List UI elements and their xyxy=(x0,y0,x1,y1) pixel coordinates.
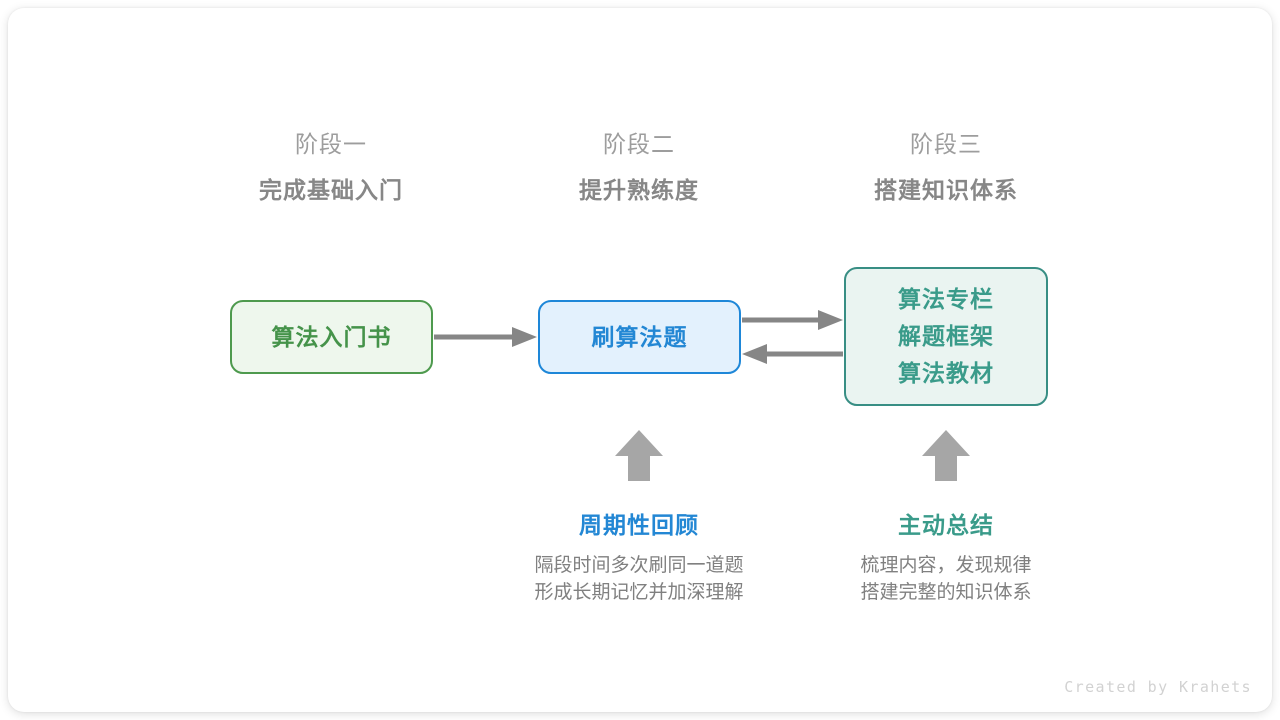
annotation-title-summary: 主动总结 xyxy=(898,512,994,538)
phase-index-2: 阶段二 xyxy=(603,131,675,157)
phase-index-3: 阶段三 xyxy=(910,131,982,157)
annotation-desc-summary-line-1: 梳理内容，发现规律 xyxy=(860,555,1032,576)
arrow-summary-up-icon xyxy=(922,430,970,481)
annotation-title-review: 周期性回顾 xyxy=(579,512,699,538)
arrow-practice-to-resources-icon xyxy=(742,310,843,330)
arrow-review-up-icon xyxy=(615,430,663,481)
phase-header-2: 阶段二 提升熟练度 xyxy=(499,129,779,205)
arrow-resources-to-practice-icon xyxy=(742,344,843,364)
annotation-desc-review: 隔段时间多次刷同一道题 形成长期记忆并加深理解 xyxy=(489,552,789,606)
node-label-book: 算法入门书 xyxy=(271,323,392,350)
annotation-desc-review-line-1: 隔段时间多次刷同一道题 xyxy=(534,555,744,576)
node-label-resource-1: 算法专栏 xyxy=(898,286,994,312)
node-label-practice: 刷算法题 xyxy=(591,323,688,350)
phase-title-3: 搭建知识体系 xyxy=(874,177,1018,203)
node-algorithm-intro-book[interactable]: 算法入门书 xyxy=(230,300,433,374)
annotation-desc-summary: 梳理内容，发现规律 搭建完整的知识体系 xyxy=(796,552,1096,606)
arrow-book-to-practice-icon xyxy=(434,327,537,347)
annotation-periodic-review: 周期性回顾 隔段时间多次刷同一道题 形成长期记忆并加深理解 xyxy=(489,510,789,606)
phase-header-1: 阶段一 完成基础入门 xyxy=(191,129,471,205)
node-knowledge-resources[interactable]: 算法专栏 解题框架 算法教材 xyxy=(844,267,1048,406)
node-practice-problems[interactable]: 刷算法题 xyxy=(538,300,741,374)
phase-header-3: 阶段三 搭建知识体系 xyxy=(806,129,1086,205)
annotation-desc-review-line-2: 形成长期记忆并加深理解 xyxy=(534,582,744,603)
annotation-desc-summary-line-2: 搭建完整的知识体系 xyxy=(860,582,1032,603)
phase-index-1: 阶段一 xyxy=(295,131,367,157)
phase-title-2: 提升熟练度 xyxy=(579,177,699,203)
node-label-resource-2: 解题框架 xyxy=(898,323,994,349)
credit-text: Created by Krahets xyxy=(1064,678,1252,696)
node-label-resource-3: 算法教材 xyxy=(898,360,994,386)
annotation-active-summary: 主动总结 梳理内容，发现规律 搭建完整的知识体系 xyxy=(796,510,1096,606)
phase-title-1: 完成基础入门 xyxy=(259,177,403,203)
